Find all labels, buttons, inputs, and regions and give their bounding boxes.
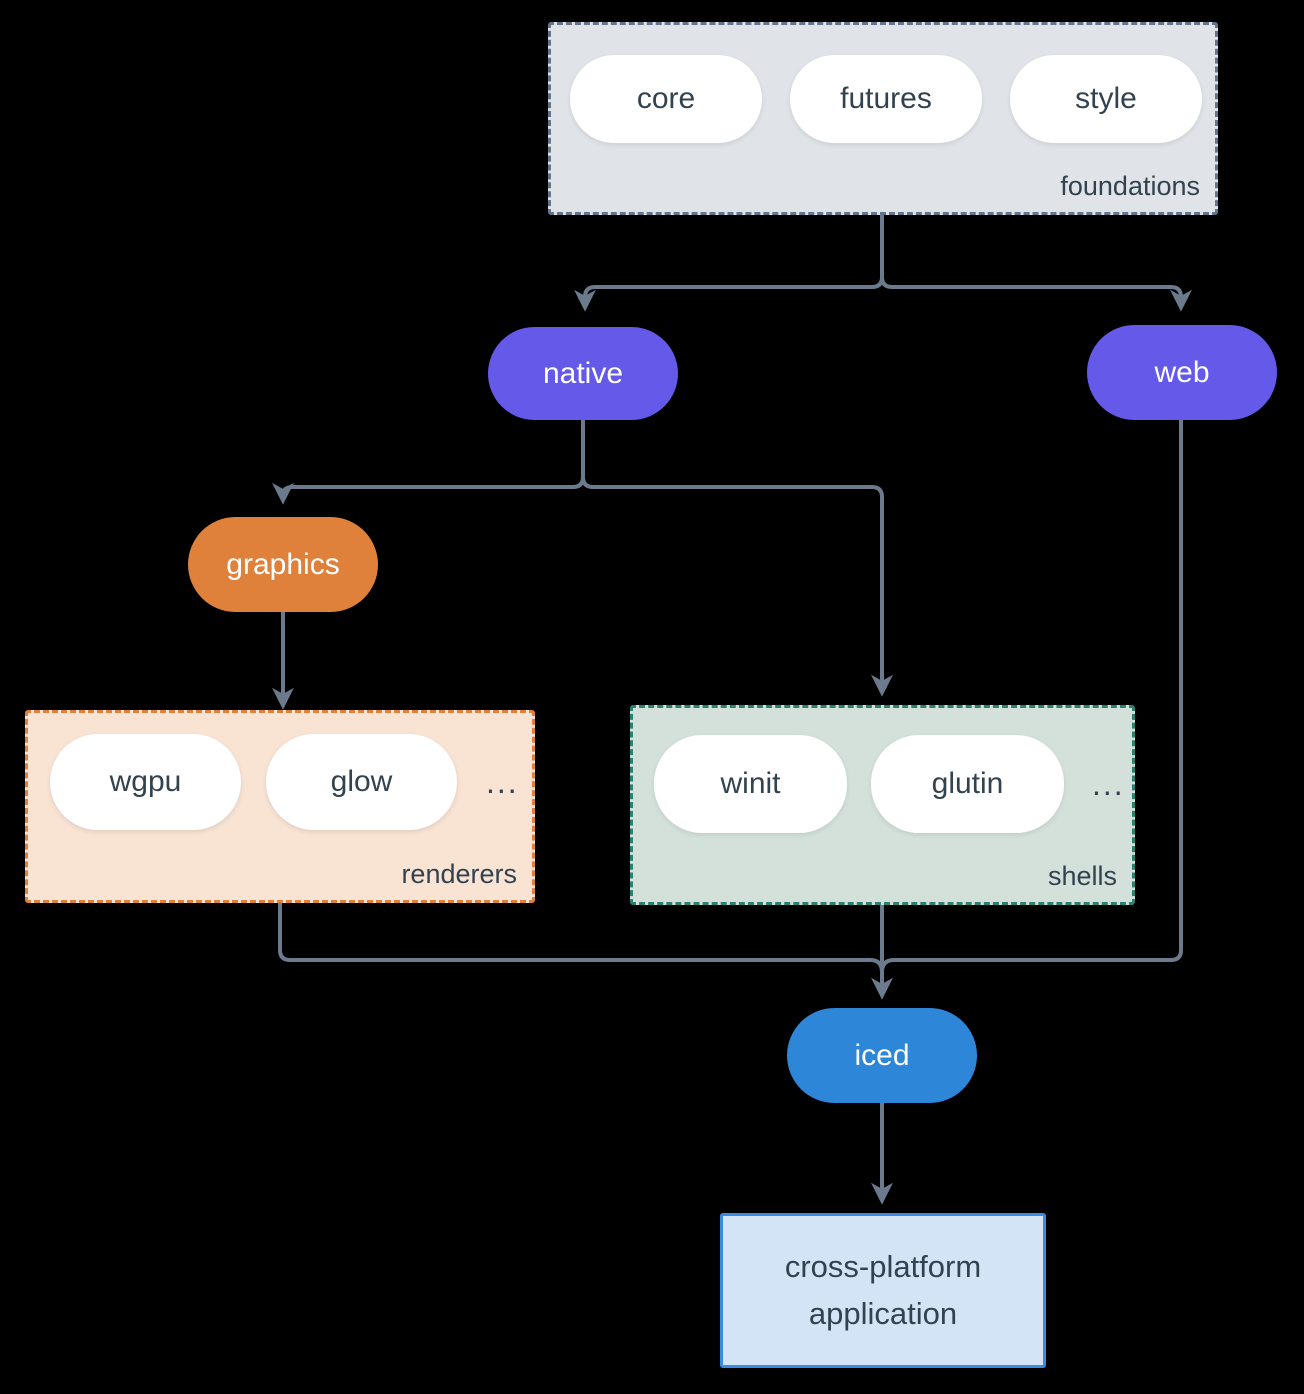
node-core: core: [570, 55, 762, 143]
edge-foundations-to-web: [880, 215, 1192, 312]
group-foundations: core futures style foundations: [548, 22, 1218, 215]
node-style: style: [1010, 55, 1202, 143]
renderers-ellipsis: ...: [486, 763, 519, 800]
application-label-line1: cross-platform: [784, 1249, 982, 1284]
group-label-shells: shells: [1047, 861, 1117, 891]
group-renderers: wgpu glow ... renderers: [25, 710, 535, 903]
node-glow: glow: [266, 734, 457, 830]
edge-renderers-to-merge: [278, 903, 884, 973]
group-shells: winit glutin ... shells: [630, 705, 1135, 905]
group-label-foundations: foundations: [1060, 171, 1200, 201]
renderers-pill-row: wgpu glow ...: [28, 713, 532, 830]
edge-native-to-shells: [581, 420, 893, 697]
edge-foundations-to-native: [574, 215, 884, 312]
node-winit: winit: [654, 735, 847, 833]
application-label-line2: application: [808, 1295, 958, 1331]
shells-ellipsis: ...: [1092, 765, 1125, 802]
node-web: web: [1087, 325, 1277, 420]
node-glutin: glutin: [871, 735, 1064, 833]
node-wgpu: wgpu: [50, 734, 241, 830]
node-graphics: graphics: [188, 517, 378, 612]
node-iced: iced: [787, 1008, 977, 1103]
foundations-pill-row: core futures style: [551, 25, 1215, 143]
node-native: native: [488, 327, 678, 420]
node-cross-platform-application: cross-platform application: [720, 1213, 1046, 1368]
edge-native-to-graphics: [272, 420, 585, 505]
group-label-renderers: renderers: [401, 859, 517, 889]
shells-pill-row: winit glutin ...: [633, 708, 1132, 833]
node-futures: futures: [790, 55, 982, 143]
